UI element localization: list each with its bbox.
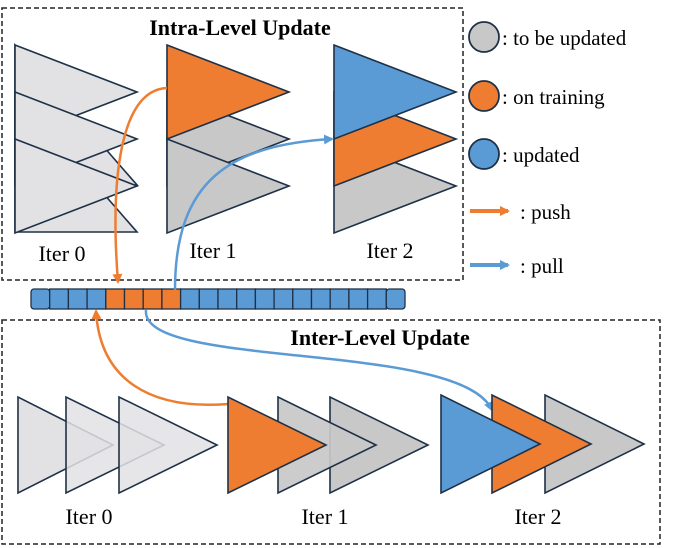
inter-iter2-group	[440, 393, 646, 495]
buffer-cell	[49, 288, 70, 310]
stack-triangle	[333, 43, 459, 141]
intra-iter1-stack	[166, 43, 292, 235]
buffer-cell	[67, 288, 88, 310]
buffer-cell	[142, 288, 163, 310]
legend-orange-circle-icon	[468, 80, 500, 112]
stack-triangle	[166, 43, 292, 141]
stack-triangle	[166, 137, 292, 235]
buffer-cell	[366, 288, 387, 310]
pull-arrow-inter	[144, 309, 494, 412]
legend-push: : push	[520, 200, 571, 224]
legend-blue-circle-icon	[468, 138, 500, 170]
inter-iter1-group	[227, 395, 430, 495]
inter-iter2-label: Iter 2	[514, 504, 561, 529]
intra-iter2-stack	[333, 43, 459, 235]
row-triangle	[118, 395, 219, 495]
legend-updated: : updated	[502, 143, 580, 167]
legend-gray-circle-icon	[468, 21, 500, 53]
buffer-cell	[161, 288, 182, 310]
buffer-cell	[273, 288, 294, 310]
legend-pull: : pull	[520, 254, 564, 278]
buffer-cell	[179, 288, 200, 310]
buffer-cell	[217, 288, 238, 310]
inter-level-box	[1, 319, 661, 545]
buffer-cell	[105, 288, 126, 310]
legend-on-training: : on training	[502, 85, 605, 109]
buffer-cell	[292, 288, 313, 310]
buffer-cell	[254, 288, 275, 310]
row-triangle	[65, 395, 166, 495]
buffer-cell	[329, 288, 350, 310]
buffer-cell	[385, 288, 406, 310]
buffer-cell	[348, 288, 369, 310]
intra-iter0-stack	[14, 42, 140, 235]
pull-arrow-intra	[173, 134, 334, 291]
intra-level-box	[1, 7, 464, 281]
intra-iter2-label: Iter 2	[366, 238, 413, 263]
inter-iter0-group	[17, 395, 219, 495]
parameter-buffer	[30, 288, 406, 310]
legend: : to be updated : on training : updated …	[468, 21, 627, 278]
row-triangle	[440, 393, 542, 495]
intra-iter1-label: Iter 1	[189, 238, 236, 263]
legend-to-be-updated: : to be updated	[502, 26, 627, 50]
buffer-cell	[310, 288, 331, 310]
intra-iter0-label: Iter 0	[38, 241, 85, 266]
push-arrow-intra	[112, 86, 168, 284]
buffer-cell	[86, 288, 107, 310]
buffer-cell	[198, 288, 219, 310]
buffer-cell	[30, 288, 51, 310]
inter-level-title: Inter-Level Update	[290, 325, 470, 350]
inter-iter0-label: Iter 0	[65, 504, 112, 529]
stack-triangle	[14, 137, 140, 235]
intra-level-title: Intra-Level Update	[149, 15, 331, 40]
buffer-cell	[236, 288, 257, 310]
buffer-cell	[123, 288, 144, 310]
push-arrow-inter	[91, 309, 229, 406]
inter-iter1-label: Iter 1	[301, 504, 348, 529]
row-triangle	[227, 395, 328, 495]
